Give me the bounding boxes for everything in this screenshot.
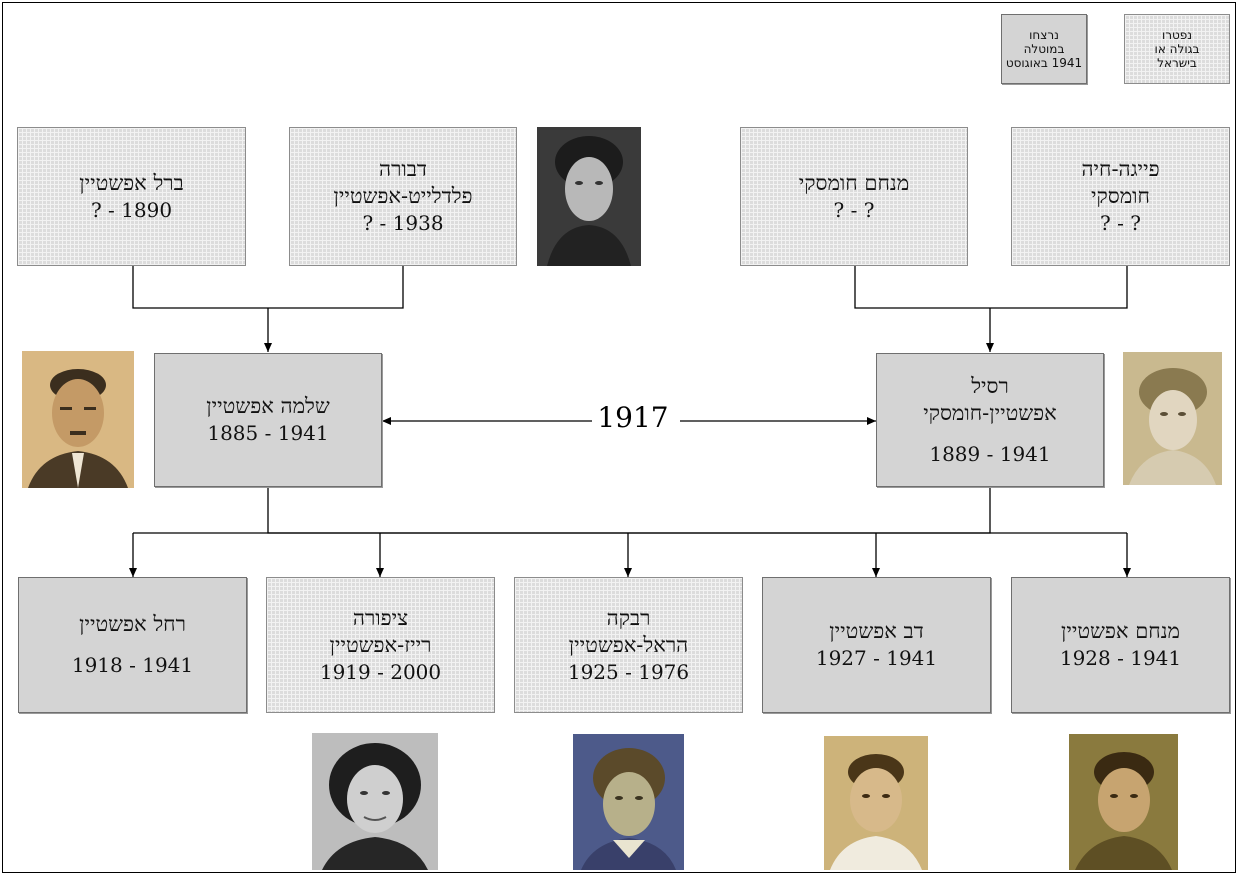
person-shlomo: שלמה אפשטיין 1885 - 1941 [154,353,382,487]
person-name: שלמה אפשטיין [206,394,330,418]
legend-died-line3: בישראל [1157,56,1197,70]
legend-murdered-line2: במוטלה [1023,42,1065,56]
portrait-photo-shlomo [22,351,134,488]
legend-murdered-line1: נרצחו [1029,28,1059,42]
person-name-line2: פלדלייט-אפשטיין [333,184,473,208]
legend-died-line2: בגולה או [1154,42,1200,56]
person-name: ברל אפשטיין [79,170,184,195]
portrait-photo-dvora [537,127,641,266]
person-name-line1: רסיל [971,373,1009,398]
legend-died-elsewhere: נפטרו בגולה או בישראל [1124,14,1230,84]
person-name-line2: רייז-אפשטיין [329,632,432,657]
person-name-line1: דבורה [379,157,427,181]
person-name: מנחם חומסקי [798,170,910,195]
person-name: רחל אפשטיין [79,612,186,636]
portrait-icon [1069,734,1178,870]
portrait-photo-dov [824,736,928,870]
person-years: 1885 - 1941 [207,421,329,445]
person-menachem-chomsky: מנחם חומסקי ? - ? [740,127,968,266]
portrait-icon [573,734,684,870]
person-name: מנחם אפשטיין [1061,619,1181,643]
person-name-line2: הראל-אפשטיין [568,632,689,657]
person-dvora: דבורה פלדלייט-אפשטיין ? - 1938 [289,127,517,266]
person-name-line1: ציפורה [352,605,409,630]
portrait-photo-tzipora [312,733,438,870]
person-years: 1918 - 1941 [71,653,194,677]
marriage-year: 1917 [594,402,672,434]
person-berl: ברל אפשטיין ? - 1890 [17,127,246,266]
person-name-line1: רבקה [606,605,651,630]
person-years: ? - ? [1100,211,1141,235]
legend-murdered-line3: 1941 באוגוסט [1005,56,1083,70]
person-name-line2: חומסקי [1091,184,1150,208]
person-years: 1928 - 1941 [1059,646,1182,670]
portrait-icon [22,351,134,488]
portrait-icon [312,733,438,870]
person-feiga: פייגה-חיה חומסקי ? - ? [1011,127,1230,266]
legend-murdered: נרצחו במוטלה 1941 באוגוסט [1001,14,1087,84]
parents-to-children-connector [267,487,991,534]
person-rasil: רסיל אפשטיין-חומסקי 1889 - 1941 [876,353,1104,487]
portrait-photo-rasil [1123,352,1222,485]
person-dov: דב אפשטיין 1927 - 1941 [762,577,991,713]
person-rivka: רבקה הראל-אפשטיין 1925 - 1976 [514,577,743,713]
legend-died-line1: נפטרו [1161,28,1193,42]
portrait-photo-menachem [1069,734,1178,870]
person-name-line1: פייגה-חיה [1081,157,1160,181]
person-rachel: רחל אפשטיין 1918 - 1941 [18,577,247,713]
right-grandparents-connector [854,266,1128,309]
person-tzipora: ציפורה רייז-אפשטיין 1919 - 2000 [266,577,495,713]
person-years: 1919 - 2000 [319,659,442,684]
portrait-icon [824,736,928,870]
portrait-icon [1123,352,1222,485]
person-years: 1889 - 1941 [929,441,1051,466]
person-menachem: מנחם אפשטיין 1928 - 1941 [1011,577,1230,713]
person-years: ? - ? [833,197,875,222]
portrait-icon [537,127,641,266]
person-years: ? - 1890 [90,197,173,222]
person-name: דב אפשטיין [829,619,924,643]
person-name-line2: אפשטיין-חומסקי [923,400,1057,425]
person-years: 1925 - 1976 [567,659,690,684]
person-years: ? - 1938 [362,211,444,235]
person-years: 1927 - 1941 [815,646,938,670]
left-grandparents-connector [132,266,404,309]
portrait-photo-rivka [573,734,684,870]
